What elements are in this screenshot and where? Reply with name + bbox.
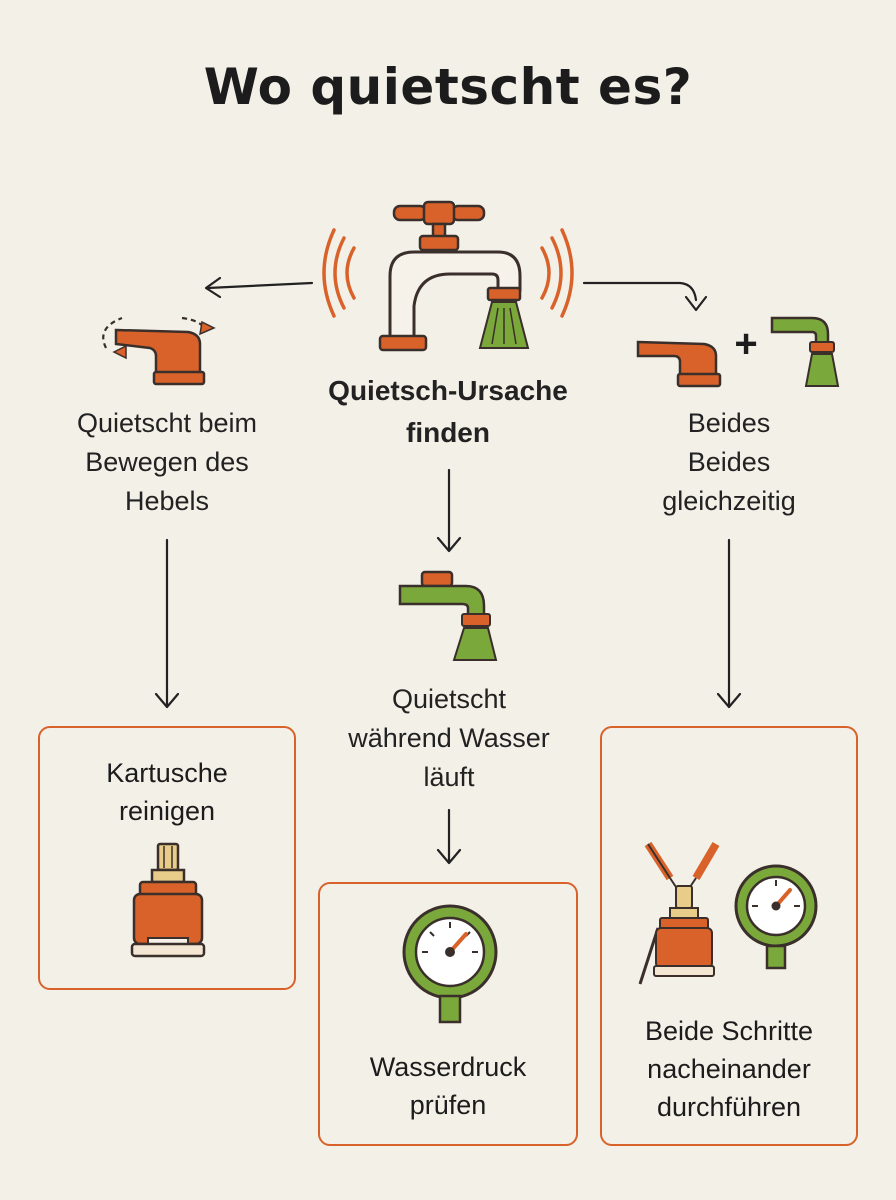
box-left-line: Kartusche — [106, 758, 228, 788]
center-label-line: Quietsch-Ursache — [328, 375, 568, 406]
center-label-line: finden — [406, 417, 490, 448]
result-box-left-text: Kartusche reinigen — [40, 754, 294, 830]
result-box-right-text: Beide Schritte nacheinander durchführen — [602, 1012, 856, 1126]
arrow-to-left — [206, 281, 314, 290]
middle-label-line: während Wasser — [348, 723, 550, 753]
left-label-line: Hebels — [124, 486, 210, 516]
result-box-middle: Wasserdruck prüfen — [318, 882, 578, 1146]
running-faucet-icon — [398, 570, 498, 661]
plus-sign: + — [734, 322, 758, 366]
lever-icon — [636, 340, 722, 388]
cartridge-icon — [130, 842, 206, 958]
squeaky-faucet-icon — [322, 200, 574, 352]
pressure-gauge-icon — [402, 904, 498, 1024]
box-left-line: reinigen — [118, 796, 216, 826]
box-middle-line: Wasserdruck — [369, 1052, 527, 1082]
middle-branch-label: Quietscht während Wasser läuft — [314, 680, 584, 797]
result-box-middle-text: Wasserdruck prüfen — [320, 1048, 576, 1124]
result-box-left: Kartusche reinigen — [38, 726, 296, 990]
left-branch-label: Quietscht beim Bewegen des Hebels — [32, 404, 302, 521]
cartridge-tools-icon — [638, 841, 818, 985]
left-label-line: Quietscht beim — [76, 408, 258, 438]
page-title: Wo quietscht es? — [203, 58, 693, 116]
left-label-line: Bewegen des — [85, 447, 249, 477]
right-branch-label: Beides Beides gleichzeitig — [594, 404, 864, 521]
arrow-to-right — [582, 281, 698, 302]
box-right-line: durchführen — [656, 1092, 802, 1122]
result-box-right: Beide Schritte nacheinander durchführen — [600, 726, 858, 1146]
right-label-line: Beides — [687, 408, 771, 438]
box-right-line: nacheinander — [647, 1054, 811, 1084]
middle-label-line: Quietscht — [391, 684, 507, 714]
box-right-line: Beide Schritte — [644, 1016, 814, 1046]
right-label-line: gleichzeitig — [662, 486, 796, 516]
middle-label-line: läuft — [423, 762, 475, 792]
right-label-line: Beides — [687, 447, 771, 477]
running-faucet-small-icon — [770, 316, 840, 387]
lever-rotate-icon — [102, 316, 216, 386]
box-middle-line: prüfen — [409, 1090, 487, 1120]
center-label: Quietsch-Ursache finden — [268, 370, 628, 454]
